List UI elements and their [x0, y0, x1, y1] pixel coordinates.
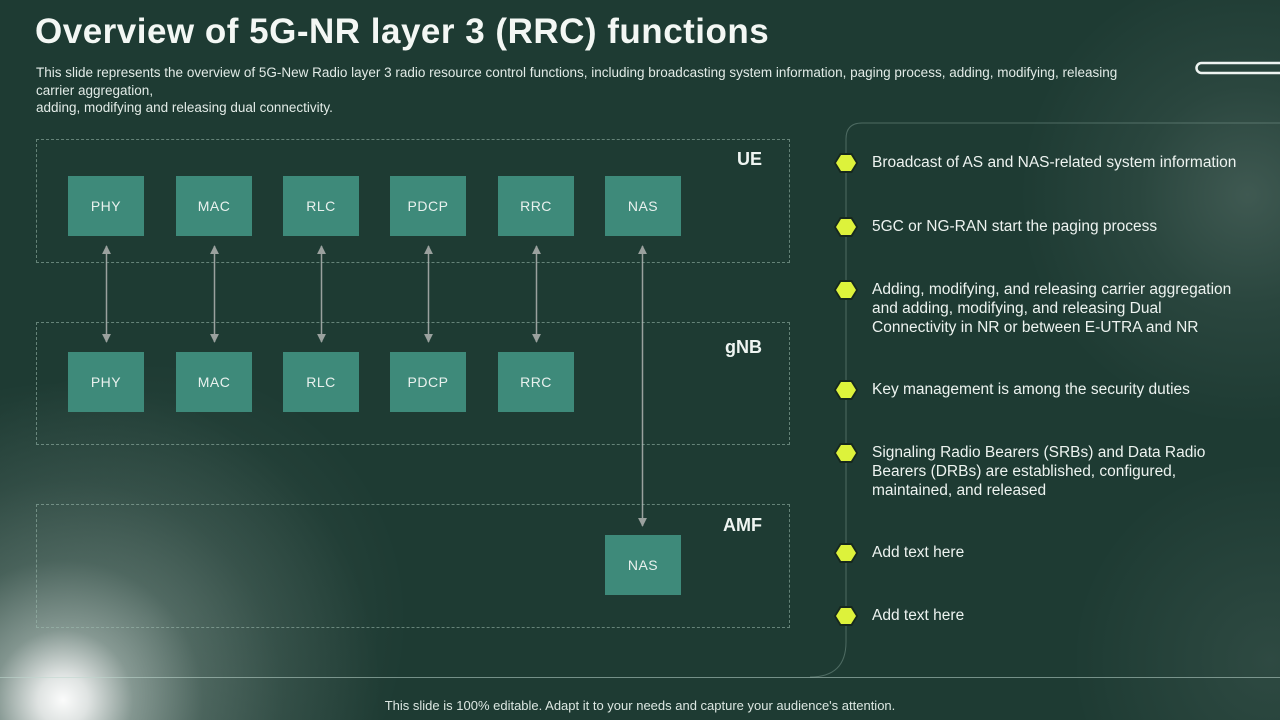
block-gnb-rrc: RRC	[498, 352, 574, 412]
ue-label: UE	[736, 149, 762, 169]
gnb-label: gNB	[725, 337, 762, 357]
block-gnb-rlc: RLC	[283, 352, 359, 412]
pill-decoration-icon	[1195, 61, 1280, 75]
ue-layer-group	[36, 139, 790, 263]
block-ue-phy: PHY	[68, 176, 144, 236]
amf-layer-group	[36, 504, 790, 628]
hexagon-bullet-fill	[836, 608, 856, 624]
block-ue-nas: NAS	[605, 176, 681, 236]
slide-subtitle: This slide represents the overview of 5G…	[36, 65, 1118, 115]
hexagon-bullet-icon	[834, 443, 858, 463]
bullet-item-carrier-aggregation: Adding, modifying, and releasing carrier…	[872, 281, 1232, 336]
gnb-layer-group	[36, 322, 790, 445]
hexagon-bullet-icon	[834, 606, 858, 626]
bullet-item-placeholder-2[interactable]: Add text here	[872, 607, 965, 624]
page-title: Overview of 5G-NR layer 3 (RRC) function…	[35, 12, 770, 51]
hexagon-bullet-fill	[836, 545, 856, 561]
bullet-item-radio-bearers: Signaling Radio Bearers (SRBs) and Data …	[872, 444, 1206, 499]
hexagon-bullet-icon	[834, 280, 858, 300]
amf-label: AMF	[723, 515, 762, 535]
hexagon-bullet-icon	[834, 217, 858, 237]
content-panel-border	[809, 122, 1280, 678]
hexagon-bullet-fill	[836, 382, 856, 398]
hexagon-bullet-fill	[836, 282, 856, 298]
hexagon-bullet-icon	[834, 380, 858, 400]
hexagon-bullet-fill	[836, 219, 856, 235]
bullet-item-key-management: Key management is among the security dut…	[872, 381, 1190, 398]
block-ue-rrc: RRC	[498, 176, 574, 236]
block-ue-mac: MAC	[176, 176, 252, 236]
hexagon-bullet-icon	[834, 543, 858, 563]
block-amf-nas: NAS	[605, 535, 681, 595]
hexagon-bullet-icon	[834, 153, 858, 173]
block-gnb-phy: PHY	[68, 352, 144, 412]
block-gnb-pdcp: PDCP	[390, 352, 466, 412]
bullet-item-broadcast: Broadcast of AS and NAS-related system i…	[872, 154, 1237, 171]
hexagon-bullet-fill	[836, 155, 856, 171]
hexagon-bullet-fill	[836, 445, 856, 461]
block-ue-pdcp: PDCP	[390, 176, 466, 236]
bullet-item-placeholder-1[interactable]: Add text here	[872, 544, 965, 561]
footer-note: This slide is 100% editable. Adapt it to…	[384, 698, 896, 713]
block-ue-rlc: RLC	[283, 176, 359, 236]
block-gnb-mac: MAC	[176, 352, 252, 412]
bullet-item-paging: 5GC or NG-RAN start the paging process	[872, 218, 1158, 235]
